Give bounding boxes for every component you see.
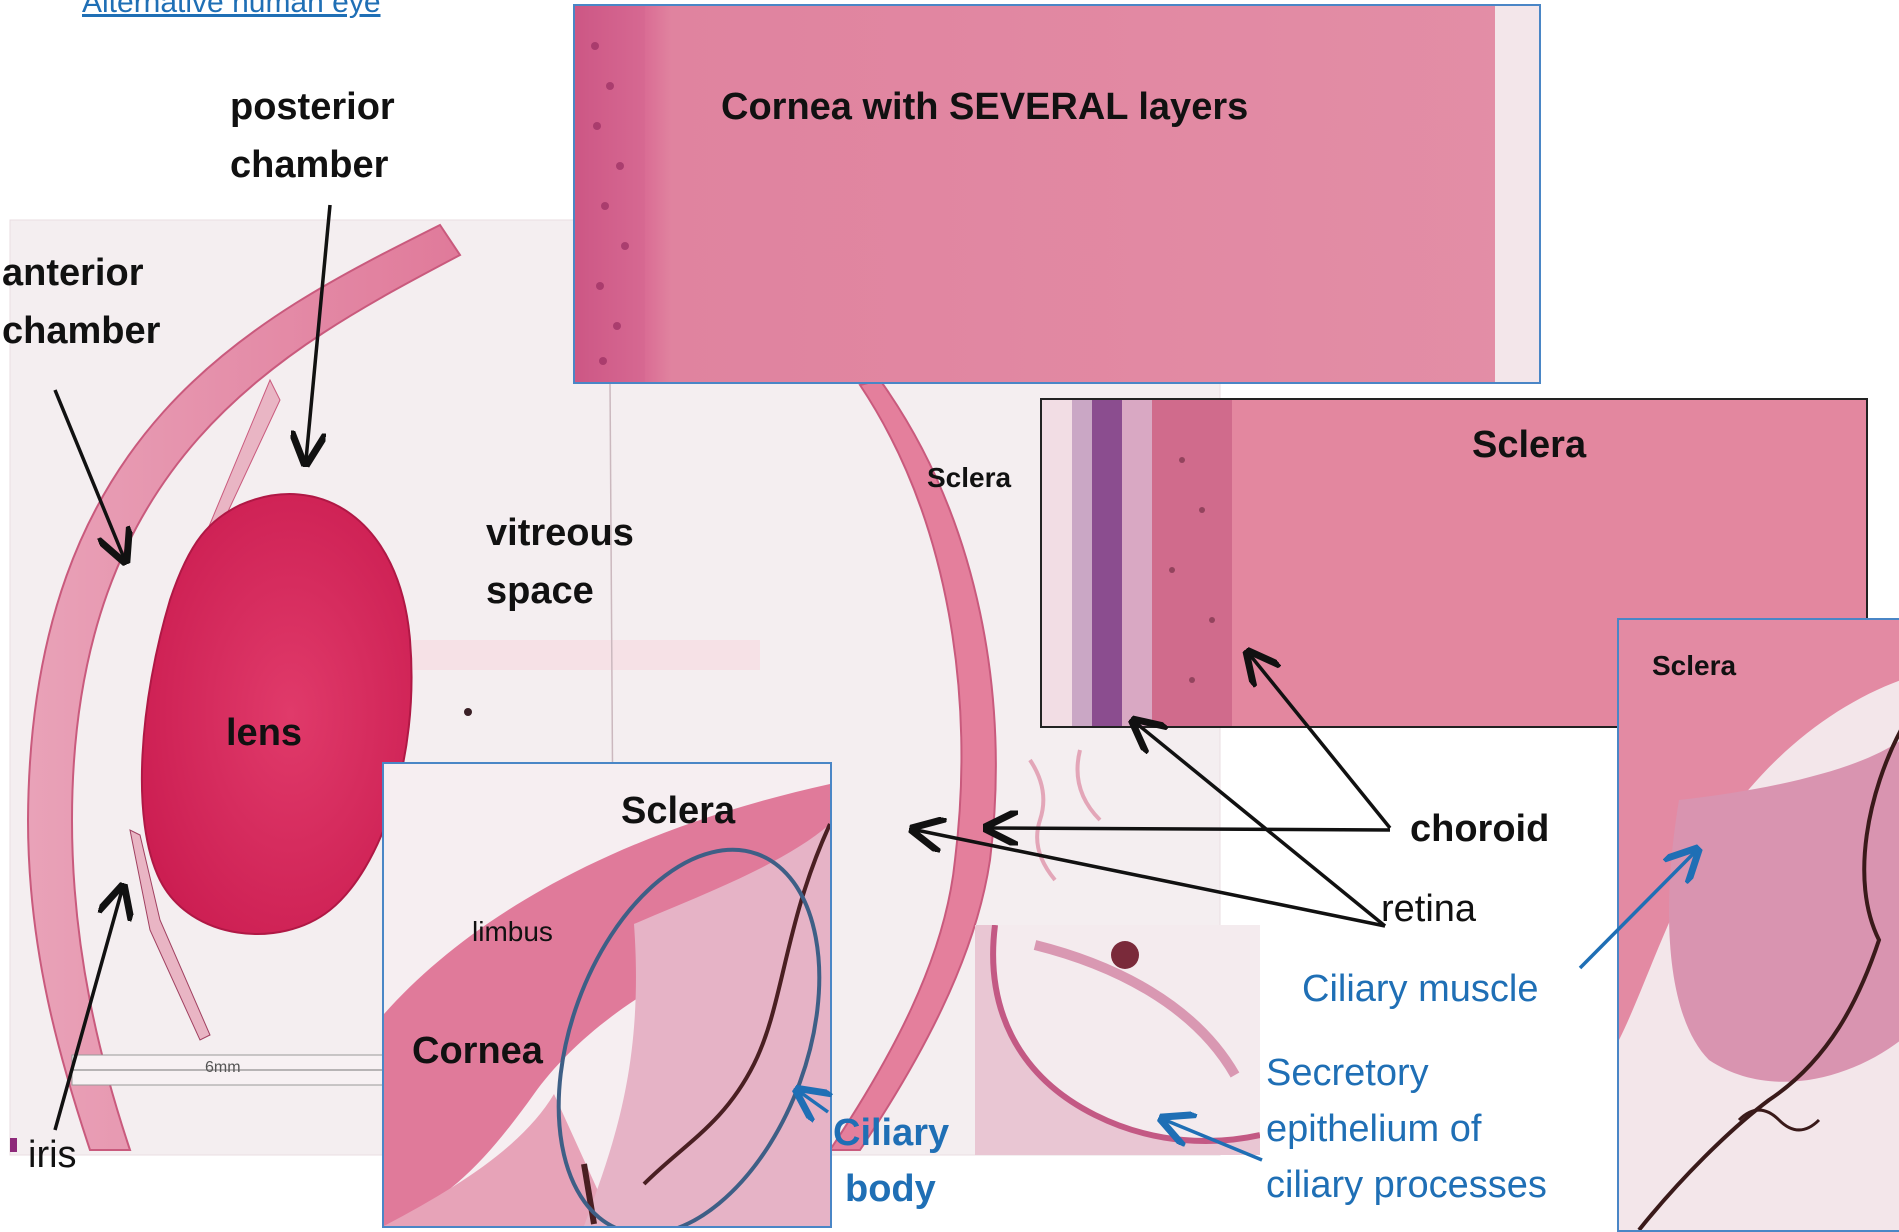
arrow-choroid-2 [1250,655,1390,828]
secretory-epithelium-label-line2: epithelium of [1266,1108,1481,1151]
secretory-epithelium-label-line3: ciliary processes [1266,1164,1547,1207]
inset-sclera-label: Sclera [621,790,735,833]
lens-label: lens [226,712,302,755]
arrow-ciliary-muscle [1580,852,1695,968]
arrow-secretory-epithelium [1165,1120,1262,1160]
ciliary-body-label-line2: body [845,1168,936,1211]
arrow-posterior-chamber [306,205,330,460]
secretory-epithelium-label-line1: Secretory [1266,1052,1429,1095]
sclera-panel-label: Sclera [1472,424,1586,467]
arrow-ciliary-body [800,1092,828,1112]
anterior-chamber-label-line2: chamber [2,310,160,353]
anterior-chamber-label-line1: anterior [2,252,143,295]
sclera-far-right-label: Sclera [1652,650,1736,682]
inset-limbus-label: limbus [472,916,553,948]
choroid-label: choroid [1410,808,1549,851]
ciliary-muscle-label: Ciliary muscle [1302,968,1538,1011]
arrow-iris [55,890,122,1130]
vitreous-space-label-line2: space [486,570,594,613]
inset-cornea-label: Cornea [412,1030,543,1073]
posterior-chamber-label-line1: posterior [230,86,395,129]
vitreous-space-label-line1: vitreous [486,512,634,555]
posterior-chamber-label-line2: chamber [230,144,388,187]
ciliary-body-label-line1: Ciliary [833,1112,949,1155]
sclera-main-label: Sclera [927,462,1011,494]
cornea-panel-label: Cornea with SEVERAL layers [721,86,1248,129]
retina-label: retina [1381,888,1476,931]
iris-label: iris [28,1134,77,1177]
arrow-choroid-1 [990,828,1390,830]
arrow-retina-2 [916,830,1385,926]
scale-bar-label: 6mm [205,1059,241,1077]
arrow-anterior-chamber [55,390,124,558]
arrow-retina-1 [1136,723,1385,926]
alternative-human-eye-link[interactable]: Alternative human eye [82,0,381,20]
